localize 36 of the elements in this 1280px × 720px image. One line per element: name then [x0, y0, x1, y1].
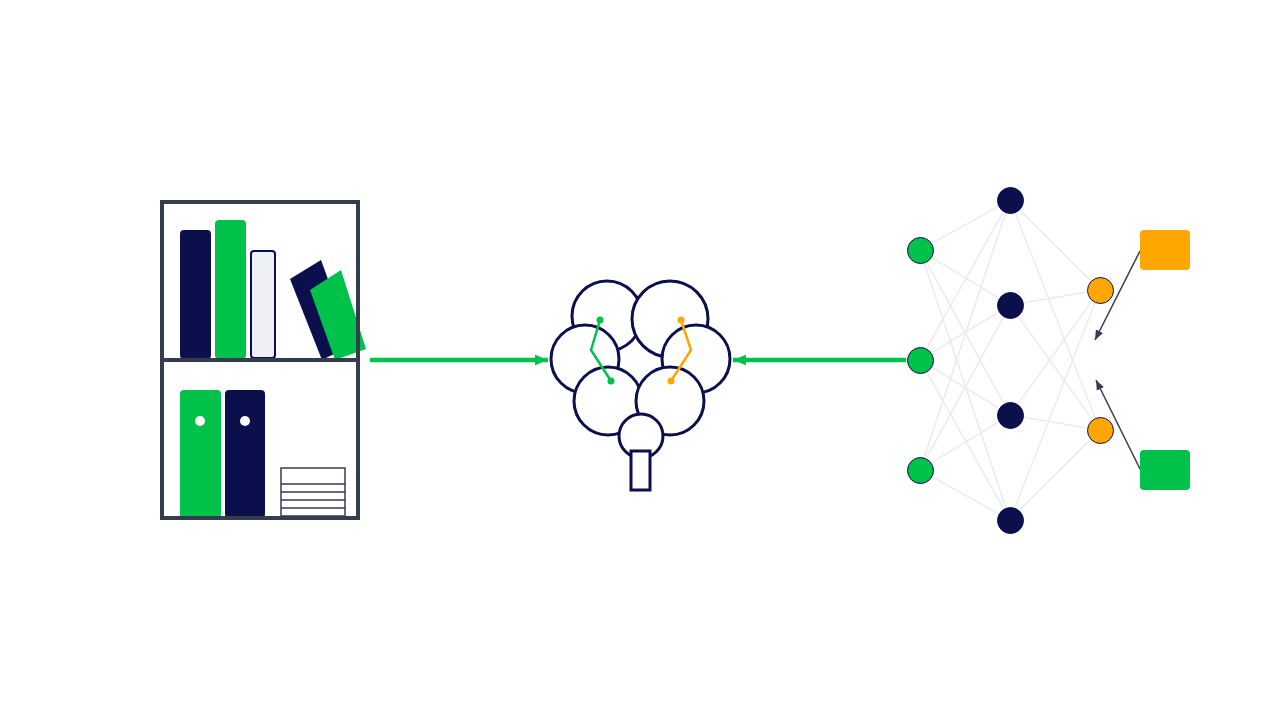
- connection-line: [925, 261, 1005, 404]
- input-node: [906, 456, 934, 484]
- connection-line: [931, 421, 999, 464]
- connection-line: [1014, 212, 1096, 418]
- output-node: [1086, 276, 1114, 304]
- connection-line: [931, 311, 999, 354]
- connection-line: [926, 211, 1004, 349]
- arrow: [1095, 379, 1141, 470]
- connection-line: [923, 262, 1007, 508]
- connection-line: [923, 212, 1007, 458]
- connection-line: [926, 371, 1004, 509]
- connection-line: [1019, 209, 1091, 281]
- arrow: [733, 354, 906, 366]
- input-node: [906, 346, 934, 374]
- hidden-node: [996, 506, 1024, 534]
- connection-line: [1017, 300, 1093, 405]
- arrow: [1094, 250, 1141, 341]
- tree-illustration: [548, 279, 733, 492]
- connection-line: [925, 316, 1005, 459]
- rounded-rectangle: [1140, 450, 1190, 490]
- connection-line: [1023, 291, 1087, 304]
- connection-line: [931, 256, 999, 299]
- connection-line: [1014, 302, 1096, 508]
- rounded-rectangle: [1140, 230, 1190, 270]
- connection-line: [1023, 416, 1087, 429]
- input-node: [906, 236, 934, 264]
- connection-line: [931, 476, 999, 514]
- connection-line: [931, 366, 999, 409]
- connection-line: [1017, 315, 1093, 420]
- output-node: [1086, 416, 1114, 444]
- hidden-node: [996, 186, 1024, 214]
- connection-line: [1019, 439, 1091, 511]
- connection-line: [931, 206, 999, 244]
- arrow: [370, 354, 548, 366]
- hidden-node: [996, 291, 1024, 319]
- hidden-node: [996, 401, 1024, 429]
